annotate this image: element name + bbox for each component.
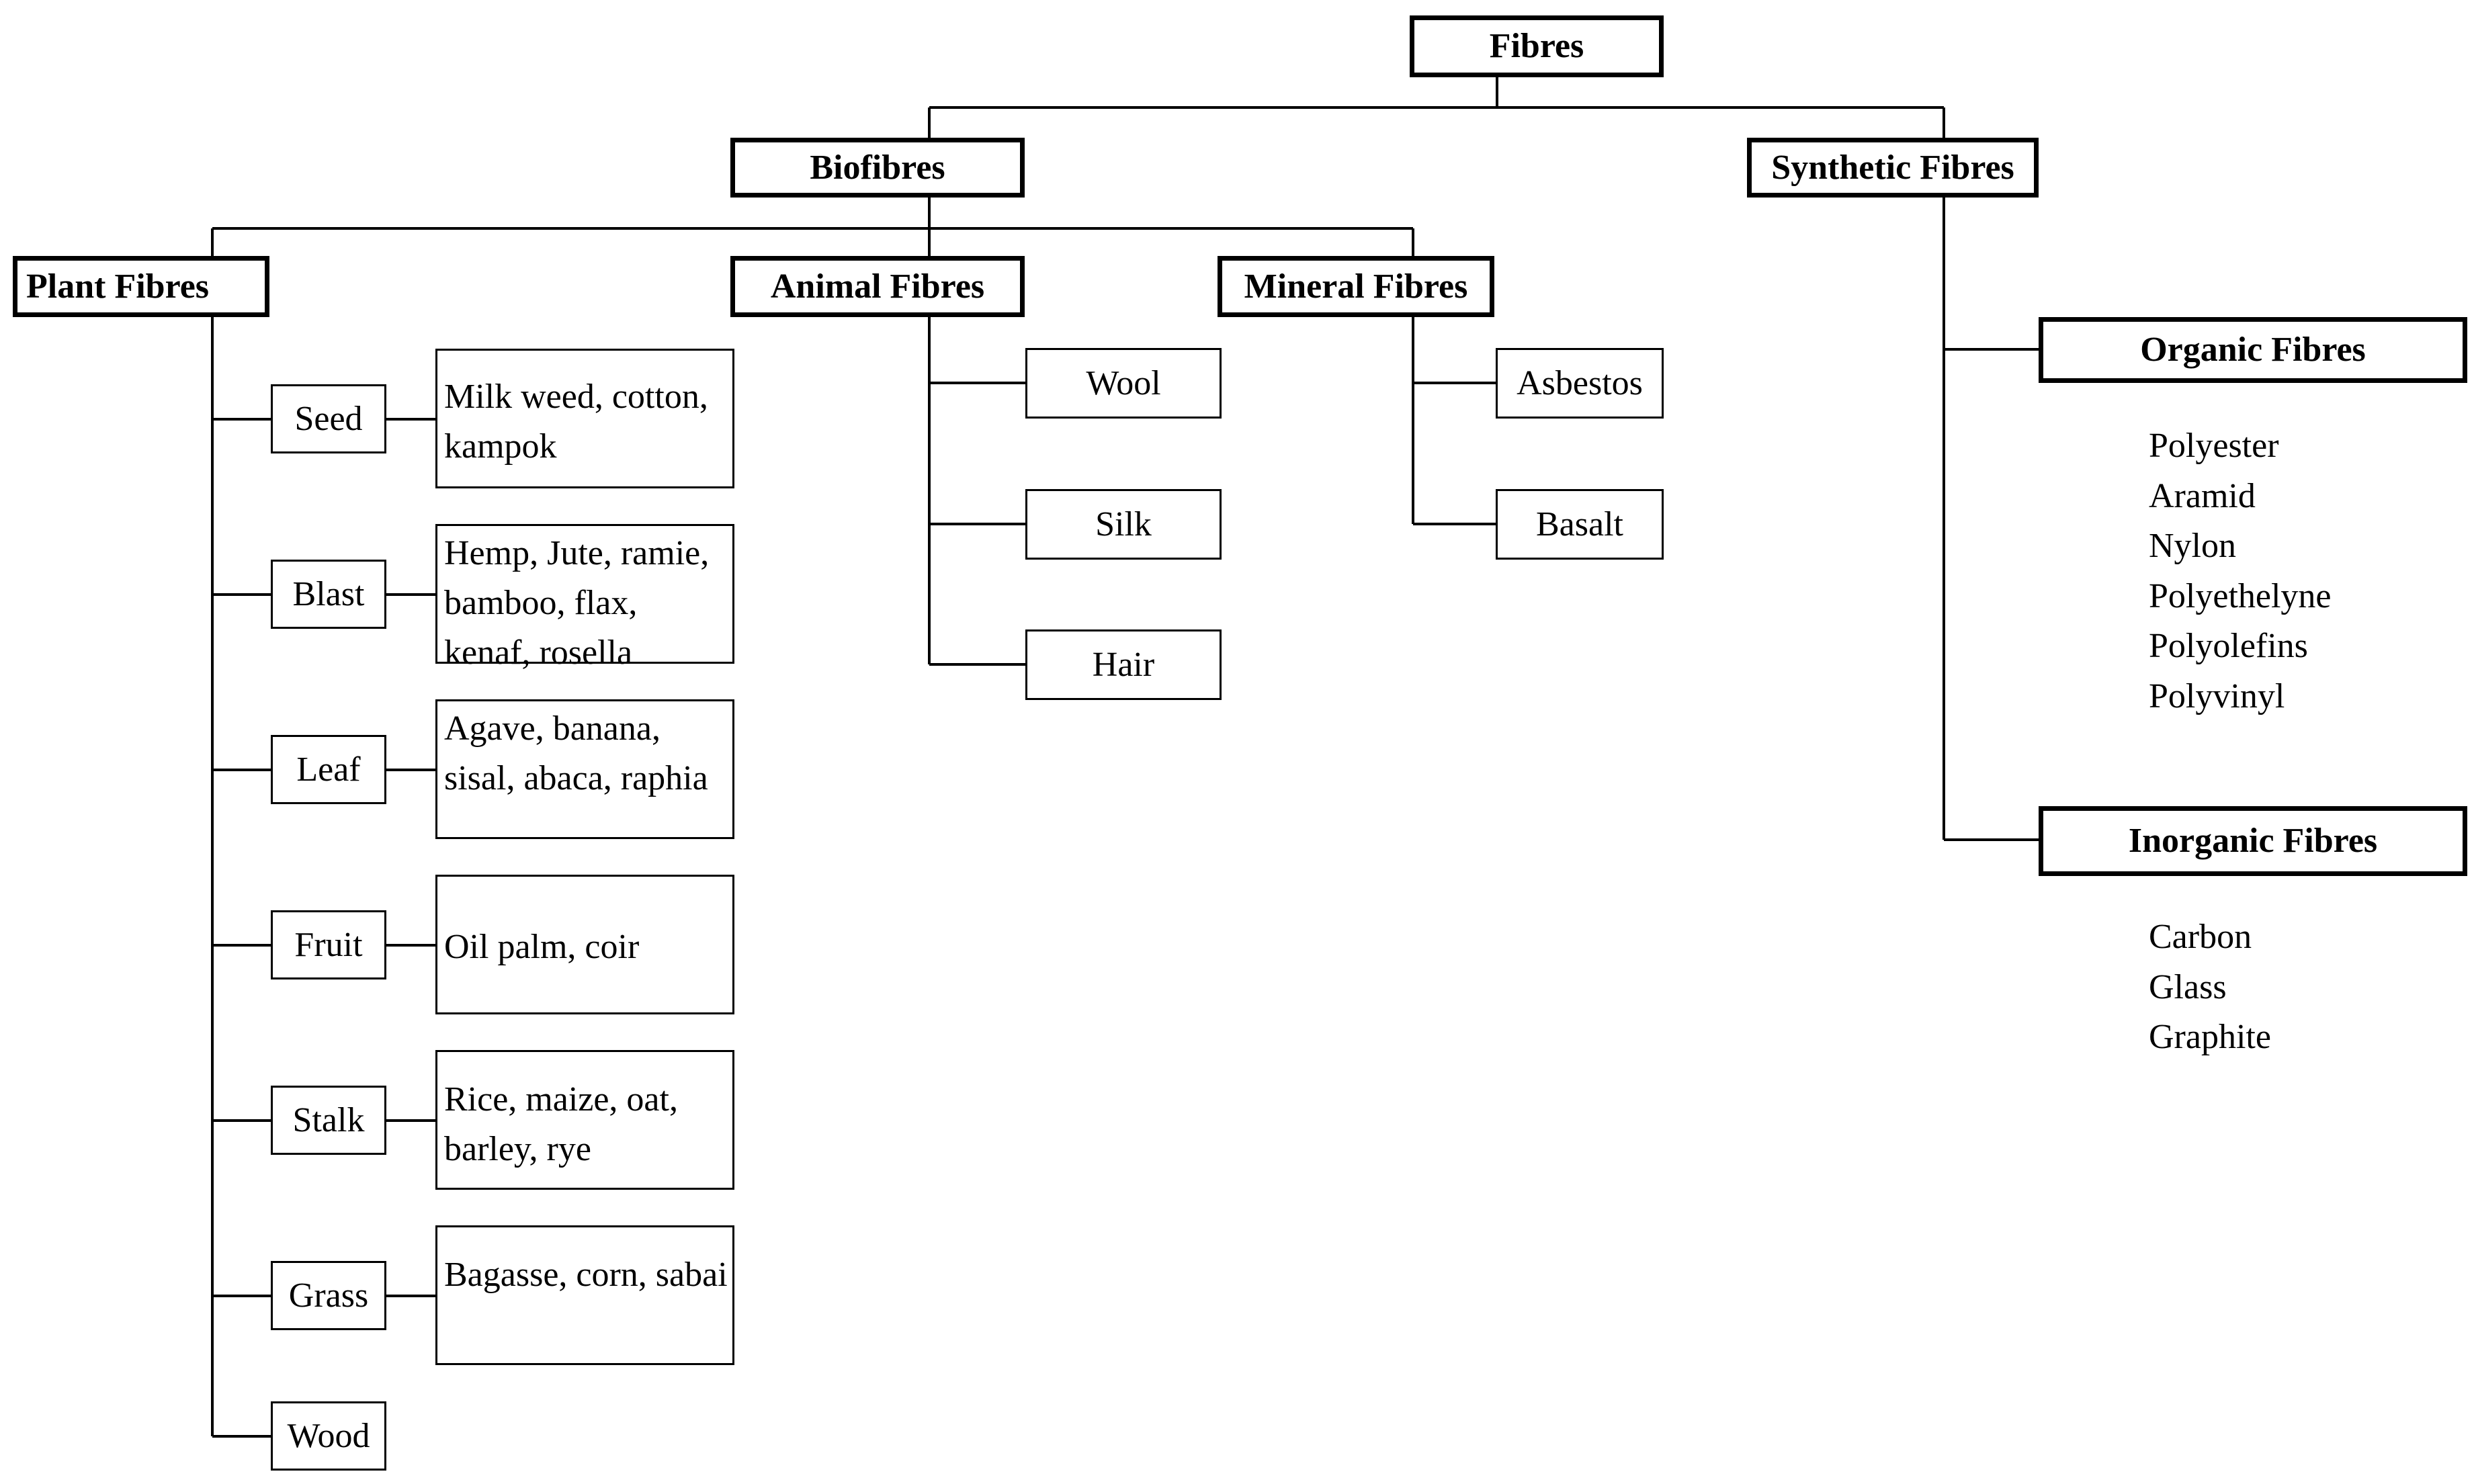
list-item: Nylon bbox=[2149, 527, 2236, 565]
node-plant-fibres: Plant Fibres bbox=[13, 256, 269, 317]
list-item: Polyester bbox=[2149, 427, 2279, 465]
plant-type-grass: Grass bbox=[271, 1261, 386, 1330]
inorganic-fibres-list: Carbon Glass Graphite bbox=[2149, 912, 2271, 1063]
plant-type-fruit: Fruit bbox=[271, 910, 386, 979]
organic-fibres-list: Polyester Aramid Nylon Polyethelyne Poly… bbox=[2149, 421, 2332, 722]
plant-examples-blast: Hemp, Jute, ramie, bamboo, flax, kenaf, … bbox=[435, 524, 734, 672]
mineral-type-asbestos: Asbestos bbox=[1496, 348, 1664, 419]
node-animal-fibres: Animal Fibres bbox=[730, 256, 1025, 317]
list-item: Carbon bbox=[2149, 918, 2252, 956]
plant-examples-leaf: Agave, banana, sisal, abaca, raphia bbox=[435, 699, 734, 839]
node-fibres: Fibres bbox=[1410, 15, 1664, 77]
plant-examples-grass: Bagasse, corn, sabai bbox=[435, 1225, 734, 1365]
list-item: Polyvinyl bbox=[2149, 676, 2285, 715]
plant-examples-seed: Milk weed, cotton, kampok bbox=[435, 349, 734, 488]
plant-examples-stalk: Rice, maize, oat, barley, rye bbox=[435, 1050, 734, 1190]
animal-type-wool: Wool bbox=[1025, 348, 1222, 419]
node-organic-fibres: Organic Fibres bbox=[2039, 317, 2467, 383]
plant-type-leaf: Leaf bbox=[271, 735, 386, 804]
node-inorganic-fibres: Inorganic Fibres bbox=[2039, 806, 2467, 876]
list-item: Graphite bbox=[2149, 1018, 2271, 1056]
plant-type-wood: Wood bbox=[271, 1401, 386, 1471]
mineral-type-basalt: Basalt bbox=[1496, 489, 1664, 560]
node-mineral-fibres: Mineral Fibres bbox=[1218, 256, 1494, 317]
animal-type-silk: Silk bbox=[1025, 489, 1222, 560]
plant-type-seed: Seed bbox=[271, 384, 386, 453]
plant-type-blast: Blast bbox=[271, 560, 386, 629]
node-biofibres: Biofibres bbox=[730, 138, 1025, 198]
plant-type-stalk: Stalk bbox=[271, 1086, 386, 1155]
animal-type-hair: Hair bbox=[1025, 629, 1222, 700]
list-item: Aramid bbox=[2149, 476, 2256, 515]
list-item: Polyolefins bbox=[2149, 627, 2308, 665]
node-synthetic-fibres: Synthetic Fibres bbox=[1747, 138, 2039, 198]
list-item: Polyethelyne bbox=[2149, 576, 2332, 615]
plant-examples-fruit: Oil palm, coir bbox=[435, 875, 734, 1014]
list-item: Glass bbox=[2149, 967, 2227, 1006]
